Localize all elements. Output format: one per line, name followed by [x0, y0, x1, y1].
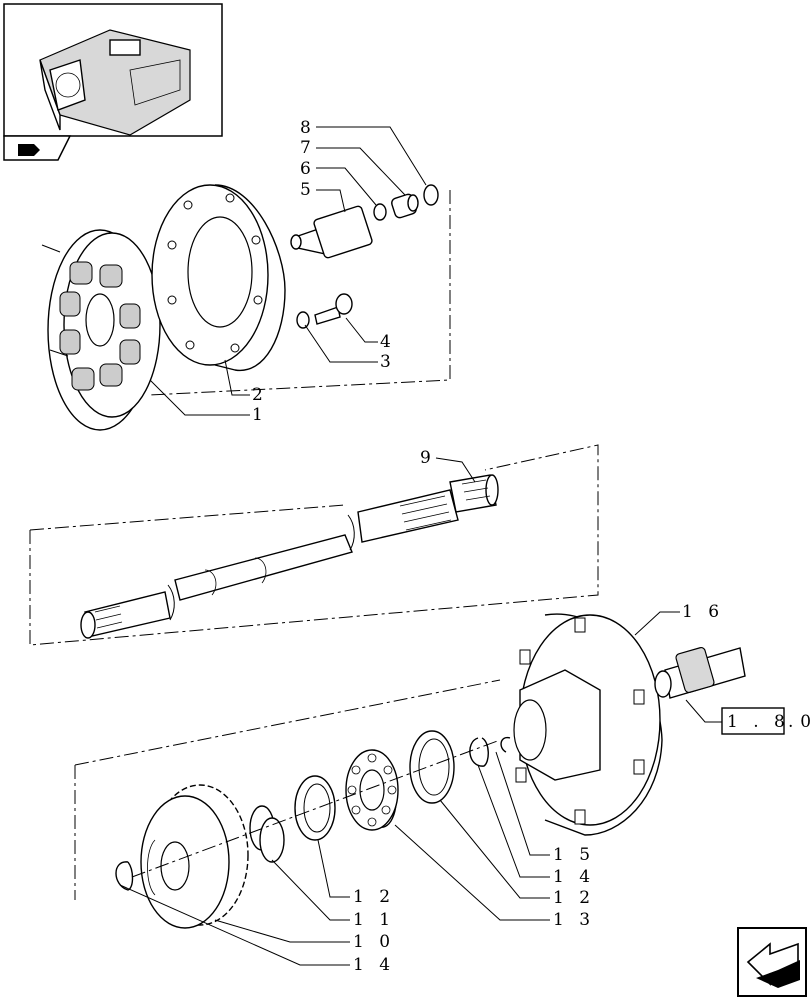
- part-1-friction-disc: [41, 229, 161, 431]
- assembly-axis: [131, 739, 501, 878]
- reference-box-trail: .: [788, 712, 798, 732]
- label-10: 1 0: [353, 932, 395, 952]
- label-2: 2: [252, 385, 268, 405]
- label-12-lower: 1 2: [353, 887, 395, 907]
- part-3-washer: [296, 311, 310, 329]
- reference-box-1-80[interactable]: 1 . 8 0 .: [721, 707, 812, 735]
- label-7: 7: [300, 138, 316, 158]
- part-14-snap-ring-upper: [469, 737, 489, 767]
- nav-arrow-icon-box[interactable]: [3, 135, 72, 161]
- part-9-pto-shaft: [80, 474, 499, 639]
- back-arrow-icon-button[interactable]: [737, 927, 807, 997]
- part-16-flange: [513, 613, 663, 836]
- label-14-upper: 1 4: [553, 867, 595, 887]
- part-6-snap-ring: [373, 203, 387, 221]
- part-13-ball-bearing: [345, 749, 399, 831]
- part-12-retaining-ring-lower: [294, 775, 336, 841]
- label-12-upper: 1 2: [553, 888, 595, 908]
- label-16: 1 6: [682, 602, 724, 622]
- ref-shaft-stub: [654, 646, 746, 699]
- group3-boundary: [74, 679, 501, 900]
- label-4: 4: [380, 332, 396, 352]
- label-1: 1: [252, 405, 268, 425]
- label-5: 5: [300, 180, 316, 200]
- part-7-bushing: [391, 193, 419, 219]
- part-5-stub-shaft: [290, 205, 373, 259]
- assembly-thumbnail[interactable]: [3, 3, 223, 137]
- label-11: 1 1: [353, 910, 395, 930]
- label-3: 3: [380, 352, 396, 372]
- part-10-spur-gear: [140, 784, 249, 929]
- part-11-bushing: [249, 805, 285, 863]
- label-14-lower: 1 4: [353, 955, 395, 975]
- part-12-retaining-ring-upper: [409, 730, 455, 804]
- part-4-bolt: [314, 293, 353, 325]
- reference-box-text: 1 . 8 0: [727, 712, 812, 732]
- part-14-snap-ring-lower: [115, 861, 134, 891]
- label-9: 9: [420, 448, 436, 468]
- group1-boundary: [149, 190, 451, 396]
- label-6: 6: [300, 159, 316, 179]
- label-15: 1 5: [553, 845, 595, 865]
- part-15-circlip: [500, 736, 511, 753]
- label-13: 1 3: [553, 910, 595, 930]
- label-8: 8: [300, 118, 316, 138]
- group2-boundary-a: [29, 444, 599, 646]
- group2-boundary-b: [29, 504, 346, 531]
- part-8-o-ring: [423, 184, 439, 206]
- part-2-flywheel-ring: [151, 184, 286, 371]
